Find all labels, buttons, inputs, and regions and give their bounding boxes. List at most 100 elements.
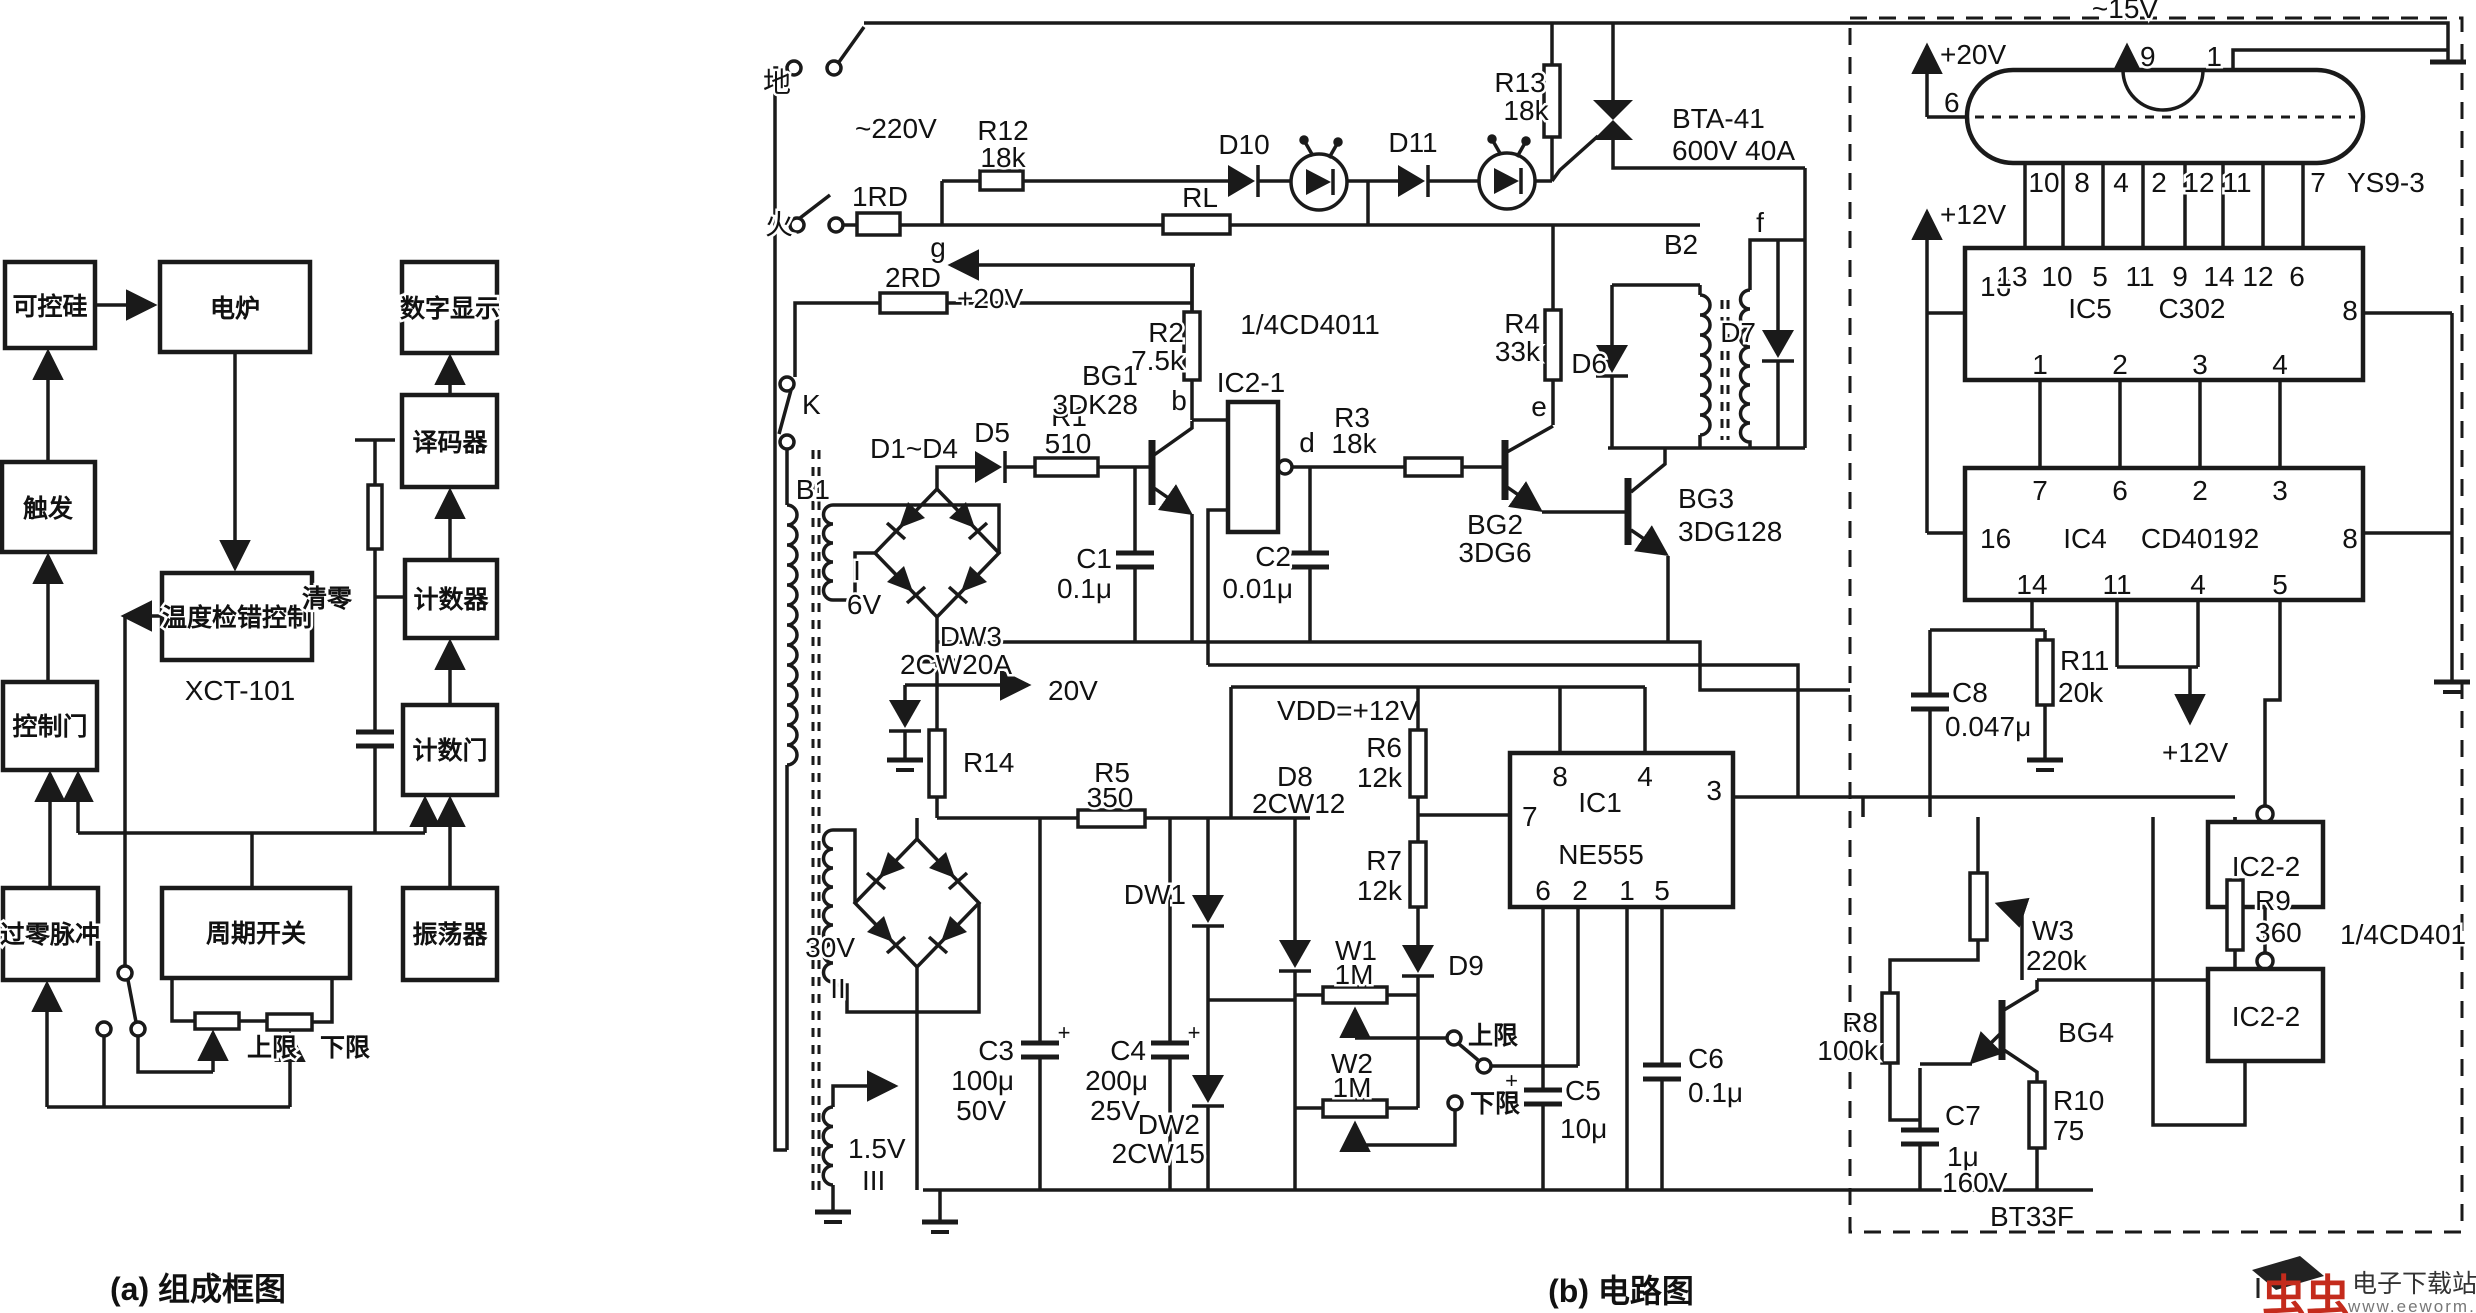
c7-value: 1μ <box>1947 1141 1979 1172</box>
block-ctrl-gate <box>0 679 100 773</box>
c3-plus: + <box>1058 1020 1071 1045</box>
ne555-pin3: 3 <box>1706 775 1722 806</box>
c5-plus: + <box>1505 1068 1518 1093</box>
earth-switch-contact2[interactable] <box>825 59 843 77</box>
block-diagram: 可控硅 电炉 数字显示 译码器 触发 温度检错控制 XCT-101 计数器 清零… <box>0 259 503 1310</box>
ic5-top-12: 12 <box>2242 261 2273 292</box>
live-label: 火 <box>765 209 793 240</box>
r4-name: R4 <box>1504 308 1540 339</box>
tube-pin8: 8 <box>2074 167 2090 198</box>
diode-d9 <box>1400 943 1436 978</box>
k-switch-contact1[interactable] <box>778 375 796 393</box>
c8-name: C8 <box>1952 677 1988 708</box>
ic2-1-label: IC2-1 <box>1217 367 1285 398</box>
r13-value: 18k <box>1503 95 1549 126</box>
circuit-timer: R6 12k R7 12k D9 W1 1M W2 1M 上限 下限 + C5 … <box>1321 687 2247 1190</box>
c7-rating: 160V <box>1942 1167 2008 1198</box>
upper-limit-a-label: 上限 <box>247 1034 297 1062</box>
tube-pin12: 12 <box>2183 167 2214 198</box>
r6-value: 12k <box>1357 762 1403 793</box>
c5-name: C5 <box>1565 1075 1601 1106</box>
ic4-pin8: 8 <box>2342 523 2358 554</box>
bg1-type: 3DK28 <box>1052 389 1138 420</box>
live-switch-lever[interactable] <box>798 193 832 220</box>
cd401-label: 1/4CD401 <box>2340 919 2466 950</box>
resistor-r4 <box>1543 308 1563 382</box>
bg4-label: BG4 <box>2058 1017 2114 1048</box>
mode-switch-contact-left[interactable] <box>95 1020 113 1038</box>
diode-d11 <box>1396 163 1430 199</box>
bta41-name: BTA-41 <box>1672 103 1765 134</box>
r13-name: R13 <box>1494 67 1545 98</box>
mode-switch-contact-right[interactable] <box>129 1020 147 1038</box>
d9-label: D9 <box>1448 950 1484 981</box>
c4-name: C4 <box>1110 1035 1146 1066</box>
k-switch-contact2[interactable] <box>778 433 796 451</box>
panel-border <box>1848 16 2464 1234</box>
e-node-label: e <box>1531 391 1547 422</box>
pot-w1[interactable] <box>1321 985 1389 1005</box>
upper-limit-pot-a[interactable] <box>193 1011 241 1031</box>
f-node-label: f <box>1756 207 1764 238</box>
resistor-r10 <box>2027 1080 2047 1150</box>
c3-value: 100μ <box>951 1065 1014 1096</box>
ne555-pin4: 4 <box>1637 761 1653 792</box>
ic1-type: NE555 <box>1558 839 1644 870</box>
block-display <box>399 259 500 356</box>
triac-bta41 <box>1593 100 1633 140</box>
ic5-type: C302 <box>2159 293 2226 324</box>
r8-name: R8 <box>1842 1007 1878 1038</box>
capacitor-c6 <box>1643 1065 1681 1079</box>
ic2-2b-input-bubble <box>2255 951 2275 971</box>
d6-label: D6 <box>1571 348 1607 379</box>
clear-capacitor <box>356 732 394 746</box>
pot-w3[interactable] <box>1968 871 1989 942</box>
live-switch-contact1[interactable] <box>788 216 806 234</box>
c4-plus: + <box>1188 1020 1201 1045</box>
block-period-switch <box>159 885 353 981</box>
w1-name: W1 <box>1335 935 1377 966</box>
plus12v-panel-label: +12V <box>1940 199 2006 230</box>
ic2-2b-label: IC2-2 <box>2232 1001 2300 1032</box>
resistor-r14 <box>927 728 947 799</box>
lower-limit-pot-a[interactable] <box>265 1012 314 1032</box>
ic4-top-6: 6 <box>2112 475 2128 506</box>
block-counter <box>402 557 500 641</box>
r12-name: R12 <box>977 115 1028 146</box>
temp-ctrl-model-label: XCT-101 <box>185 675 296 706</box>
r9-name: R9 <box>2255 885 2291 916</box>
ic5-bot-3: 3 <box>2192 349 2208 380</box>
ic4-bot-11: 11 <box>2102 569 2131 600</box>
r3-value: 18k <box>1331 428 1377 459</box>
zener-dw2 <box>1190 1073 1226 1108</box>
block-count-gate-label: 计数门 <box>412 736 487 765</box>
earth-switch-contact1[interactable] <box>785 59 803 77</box>
circuit-power-supply: B1 D1~D4 D5 R1 510 I 6V DW3 2CW20A 20V R… <box>785 399 2093 1232</box>
mains-wires <box>773 21 2466 1152</box>
c1-name: C1 <box>1076 543 1112 574</box>
live-switch-contact2[interactable] <box>827 216 845 234</box>
tube-pin9: 9 <box>2140 41 2156 72</box>
r2-value: 7.5k <box>1131 345 1185 376</box>
r6-name: R6 <box>1366 732 1402 763</box>
bridge-rectifier-2 <box>853 837 981 969</box>
limit-switch-upper-contact[interactable] <box>1445 1029 1463 1047</box>
pot-w2[interactable] <box>1321 1098 1389 1119</box>
block-furnace-label: 电炉 <box>210 295 260 323</box>
c8-value: 0.047μ <box>1945 711 2031 742</box>
zener-d8 <box>1277 938 1313 973</box>
mode-switch-pole[interactable] <box>116 964 134 982</box>
diode-d5 <box>973 449 1007 485</box>
r7-value: 12k <box>1357 875 1403 906</box>
limit-switch-lower-contact[interactable] <box>1446 1094 1464 1112</box>
r12-value: 18k <box>980 142 1026 173</box>
watermark-url[interactable]: www.eeworm.com <box>2347 1297 2476 1313</box>
block-scr-label: 可控硅 <box>12 293 87 321</box>
zener-dw1 <box>1190 893 1226 928</box>
ic2-2a-input-bubble <box>2255 804 2275 824</box>
watermark-cap-icon <box>2252 1256 2324 1290</box>
limit-switch-pole[interactable] <box>1475 1057 1493 1075</box>
ne555-pin6: 6 <box>1535 875 1551 906</box>
r11-value: 20k <box>2058 677 2104 708</box>
